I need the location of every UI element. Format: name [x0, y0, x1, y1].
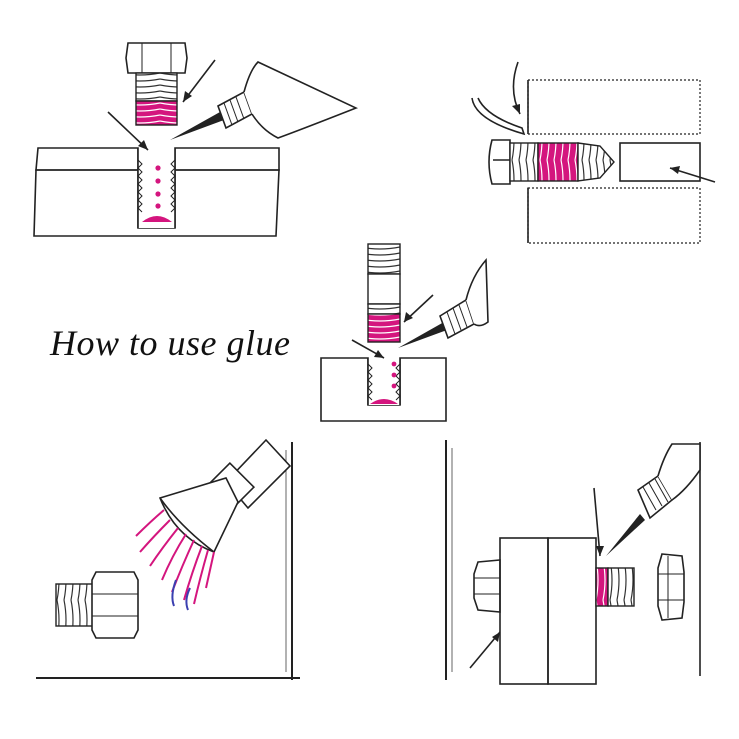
- glue-bottle-2: [398, 257, 489, 348]
- mating-rod: [619, 142, 701, 182]
- hex-nut: [657, 553, 685, 621]
- glue-bottle: [170, 61, 359, 140]
- pointer-arrows-5: [469, 487, 604, 669]
- hex-bolt: [125, 42, 188, 126]
- pointer-arrows-2: [512, 61, 716, 183]
- lower-plate: [527, 187, 701, 244]
- frame-lines: [36, 442, 300, 680]
- frame-lines-2: [445, 440, 701, 680]
- diagram-title: How to use glue: [50, 323, 291, 363]
- pointer-arrows: [107, 59, 216, 151]
- nozzle-tip: [471, 97, 526, 136]
- upper-plate: [527, 79, 701, 135]
- block: [320, 357, 447, 422]
- bolt-head: [473, 559, 501, 613]
- glue-bottle-3: [606, 443, 701, 556]
- clamped-plates: [499, 537, 597, 685]
- panel-stud-into-block: [320, 243, 489, 422]
- panel-spray-coating-bolt: [36, 438, 300, 680]
- spray-jets: [135, 509, 215, 611]
- glue-droplets: [142, 165, 172, 222]
- panel-bolt-through-plates: [445, 440, 701, 685]
- panel-bolt-into-blind-hole: [33, 42, 359, 237]
- hex-bolt-2: [55, 571, 139, 639]
- panel-screw-through-plates: [471, 61, 716, 244]
- workpiece-block: [33, 147, 280, 237]
- bolt-thread: [595, 567, 635, 607]
- pointer-arrows-3: [351, 294, 434, 359]
- threaded-stud: [367, 243, 401, 343]
- slotted-screw: [488, 139, 615, 185]
- spray-nozzle: [158, 438, 292, 554]
- glue-droplets-2: [370, 361, 398, 404]
